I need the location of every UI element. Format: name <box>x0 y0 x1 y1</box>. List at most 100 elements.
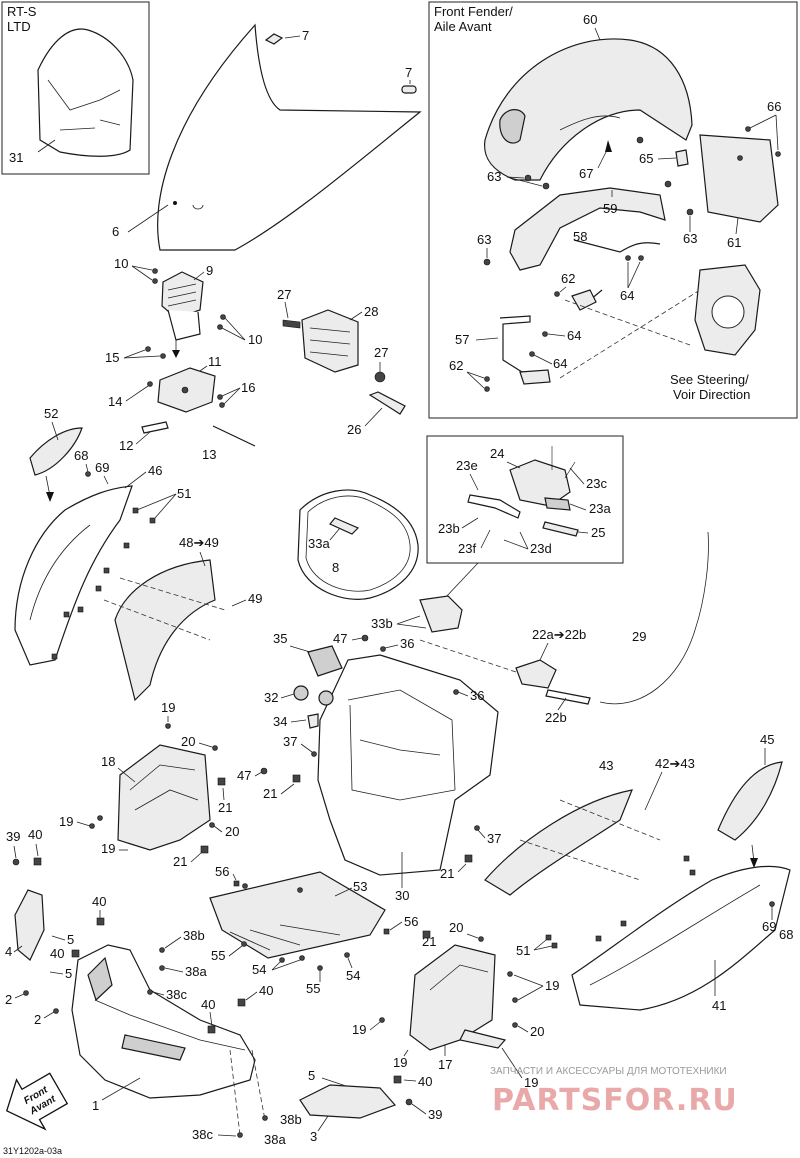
callout-28: 28 <box>364 304 378 319</box>
callout-10a: 10 <box>114 256 128 271</box>
callout-64b: 64 <box>567 328 581 343</box>
front-direction-arrow: Front Avant <box>5 1072 69 1131</box>
callout-38c1: 38c <box>166 987 187 1002</box>
callout-41: 41 <box>712 998 726 1013</box>
callout-37b: 37 <box>487 831 501 846</box>
callout-69a: 69 <box>95 460 109 475</box>
part-29-cable <box>599 531 709 705</box>
part-33b-latch <box>419 595 463 633</box>
callout-51a: 51 <box>177 486 191 501</box>
callout-19c: 19 <box>101 841 115 856</box>
callout-38c2: 38c <box>192 1127 213 1142</box>
callout-38b2: 38b <box>280 1112 302 1127</box>
callout-20b: 20 <box>225 824 239 839</box>
callout-40e: 40 <box>259 983 273 998</box>
callout-24: 24 <box>490 446 504 461</box>
callout-7a: 7 <box>302 28 309 43</box>
inset-rts-ltd: RT-S LTD 31 <box>1 1 150 175</box>
parts-26-28: 28 27 27 26 <box>277 287 406 437</box>
callout-69b: 69 <box>762 919 776 934</box>
callout-17: 17 <box>438 1057 452 1072</box>
callout-32: 32 <box>264 690 278 705</box>
callout-65: 65 <box>639 151 653 166</box>
callout-29: 29 <box>632 629 646 644</box>
seal-group: 8 33a <box>297 489 419 600</box>
callout-36b: 36 <box>470 688 484 703</box>
callout-20c: 20 <box>449 920 463 935</box>
callout-33a: 33a <box>308 536 330 551</box>
callout-34: 34 <box>273 714 287 729</box>
callout-19f: 19 <box>393 1055 407 1070</box>
callout-23e: 23e <box>456 458 478 473</box>
callout-56a: 56 <box>215 864 229 879</box>
callout-5a: 5 <box>67 932 74 947</box>
part-1-fascia <box>71 944 256 1099</box>
right-side-panels: 43 42➔43 45 41 69 68 51 <box>484 732 793 1013</box>
callout-33b: 33b <box>371 616 393 631</box>
part-65-clip <box>675 149 689 167</box>
part-49-vent <box>114 559 216 702</box>
callout-19d: 19 <box>545 978 559 993</box>
callout-42: 42➔43 <box>655 756 695 771</box>
callout-63c: 63 <box>477 232 491 247</box>
steering-note-line2: Voir Direction <box>673 387 750 402</box>
part-59-bracket <box>509 187 666 271</box>
callout-20d: 20 <box>530 1024 544 1039</box>
callout-64c: 64 <box>553 356 567 371</box>
part-57-bar <box>499 315 548 373</box>
callout-22b: 22b <box>545 710 567 725</box>
part-18-duct <box>117 744 211 851</box>
callout-45: 45 <box>760 732 774 747</box>
callout-66: 66 <box>767 99 781 114</box>
callout-8: 8 <box>332 560 339 575</box>
callout-40c: 40 <box>50 946 64 961</box>
right-duct-group: 21 20 19 20 19 19 17 19 <box>352 920 559 1090</box>
callout-9: 9 <box>206 263 213 278</box>
callout-48: 48➔49 <box>179 535 219 550</box>
callout-7b: 7 <box>405 65 412 80</box>
steering-note-line1: See Steering/ <box>670 372 749 387</box>
callout-58: 58 <box>573 229 587 244</box>
callout-40b: 40 <box>92 894 106 909</box>
part-28 <box>301 309 359 373</box>
watermark-brand: PARTSFOR.RU <box>492 1083 738 1118</box>
front-fender-box: Front Fender/ Aile Avant 60 67 59 63 63 … <box>428 1 798 419</box>
callout-20a: 20 <box>181 734 195 749</box>
left-side-panels: 52 68 69 46 51 48➔49 49 <box>14 406 262 702</box>
part-24-lock <box>509 459 571 507</box>
callout-40a: 40 <box>28 827 42 842</box>
callout-6: 6 <box>112 224 119 239</box>
callout-40d: 40 <box>201 997 215 1012</box>
windshield-group: 6 7 7 <box>112 23 422 251</box>
callout-12: 12 <box>119 438 133 453</box>
callout-43: 43 <box>599 758 613 773</box>
part-61-flap <box>699 134 779 223</box>
left-duct-group: 18 19 20 21 20 19 19 21 <box>59 700 239 869</box>
callout-39b: 39 <box>428 1107 442 1122</box>
callout-46: 46 <box>148 463 162 478</box>
callout-15: 15 <box>105 350 119 365</box>
part-30-bin <box>317 654 499 876</box>
diagram-code: 31Y1202a-03a <box>3 1146 62 1156</box>
part-3-trim <box>299 1084 397 1119</box>
callout-51b: 51 <box>516 943 530 958</box>
callout-31: 31 <box>9 150 23 165</box>
part-17-duct <box>409 944 496 1051</box>
callout-36a: 36 <box>400 636 414 651</box>
callout-23d: 23d <box>530 541 552 556</box>
callout-1: 1 <box>92 1098 99 1113</box>
callout-26: 26 <box>347 422 361 437</box>
callout-22a: 22a➔22b <box>532 627 586 642</box>
callout-39a: 39 <box>6 829 20 844</box>
callout-19e: 19 <box>352 1022 366 1037</box>
inset-title-line1: RT-S <box>7 4 37 19</box>
callout-68b: 68 <box>779 927 793 942</box>
watermark: ЗАПЧАСТИ И АКСЕССУАРЫ ДЛЯ МОТОТЕХНИКИ PA… <box>490 1066 738 1118</box>
part-26 <box>368 391 406 415</box>
callout-30: 30 <box>395 888 409 903</box>
part-25-spring <box>542 521 579 537</box>
callout-59: 59 <box>603 201 617 216</box>
part-41-panel <box>571 865 791 1011</box>
part-31-shape <box>37 28 134 157</box>
part-45 <box>717 761 783 841</box>
